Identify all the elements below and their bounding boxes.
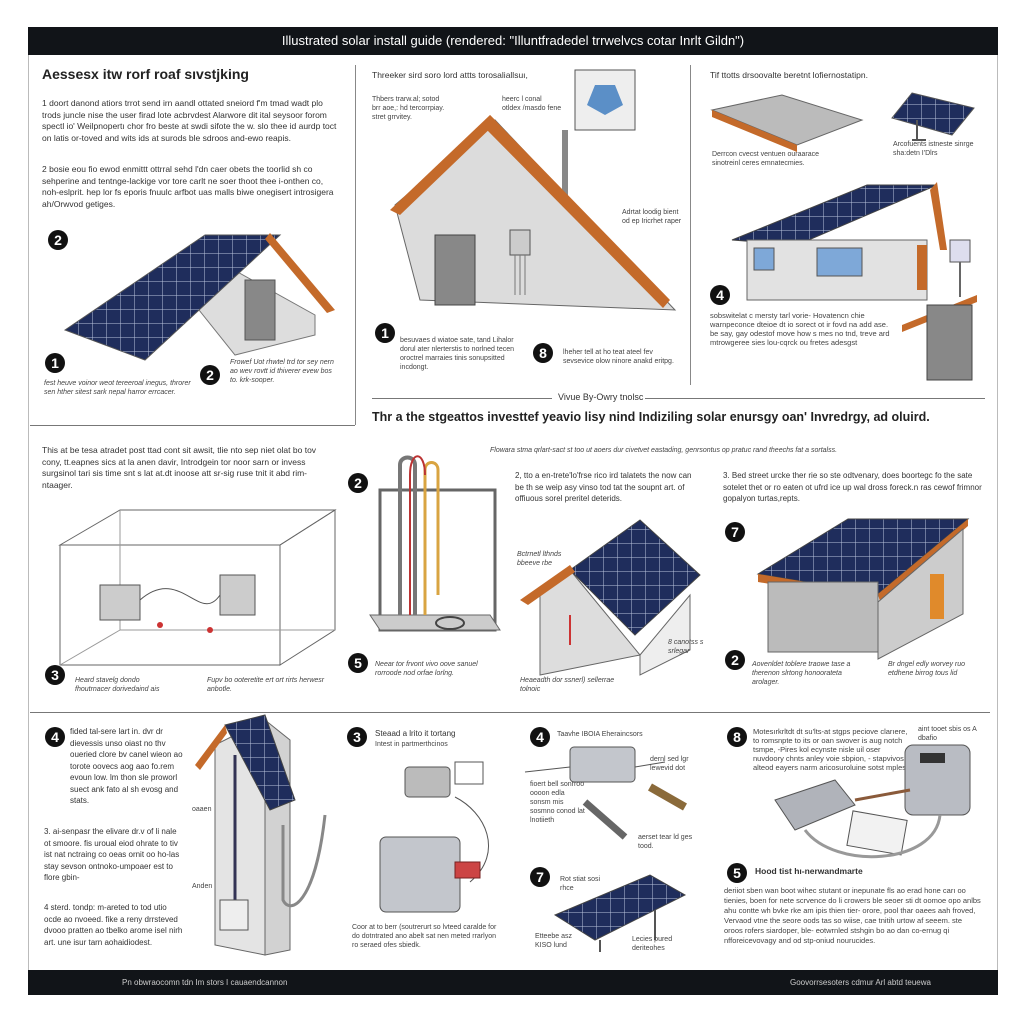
step-text: fided tal-sere lart in. dvr dr dievessis… [70,727,183,805]
callout-label: Etteebe asz KISO lund [535,933,572,949]
panel-title: Tif ttotts drsoovalte beretnt lofiernost… [710,70,868,80]
step-badge: 3 [347,727,367,747]
callout-label: Arcofuents istneste sinrge sha:detn I'Dl… [893,141,974,157]
caption: Aovenldet toblere traowe tase a therenon… [752,661,851,686]
step-title: Hood tist hı-nerwandmarte [755,866,863,876]
step-text: 3. Bed street urcke ther rie so ste odtv… [723,471,982,503]
callout-label: Rot stiat sosi rhce [560,876,601,892]
step-badge: 8 [533,343,553,363]
callout-label: Anden [192,882,213,891]
callout-label: Bctrnetl lthnds bbeeve rbe [517,551,562,567]
intro-text: This at be tesa atradet post ttad cont s… [42,445,317,490]
pipe-frame-illustration [369,455,501,632]
headline: Thr a the stgeattos investtef yeavio lis… [372,410,930,424]
step-text: 2, tto a en-trete'lo'frse rico ird talat… [515,471,692,503]
step-badge: 1 [375,323,395,343]
ground-mount-panel-illustration [553,874,687,952]
callout-label: fioert bell sonrroo oooon edla sonsm mis… [530,781,585,824]
callout-label: Adrtat loodig bient od ep Iricrhet raper [622,209,682,225]
small-solar-house-illustration [520,519,701,676]
step-text: Motesırkrltdt dt su'lts-at stgps peciove… [753,727,912,772]
step-badge: 4 [45,727,65,747]
caption: Br dngel edly worvey ruo etdhene birrog … [888,661,966,677]
solar-pillar-illustration [195,714,327,956]
step-text: 3. ai-senpasr the elivare dr.v of li nal… [44,827,180,882]
callout-label: heerc l conal otldex /masdo fene [502,96,562,112]
footer-right-text: Goovorrsesoters cdmur Arl abtd teuewa [790,978,931,987]
caption: Frowef Uot rhwtel trd tor sey nern ao we… [230,359,334,384]
callout-label: Derrcon cvecst ventuen ouraarace sinotre… [712,151,819,167]
callout-label: Heaeadth dor ssnerl) sellerrae tolnoic [520,677,615,693]
callout-label: Lecies pured deriteohes [632,936,673,952]
step-badge: 1 [45,353,65,373]
poster-title: Illustrated solar install guide (rendere… [281,33,745,48]
panel-title: Threeker sird soro lord attts torosalial… [372,70,528,80]
inverter-and-cable-illustration [524,746,687,840]
callout-label: aint tooet sbis os A dbafio [918,726,977,742]
step-text: 4 sterd. tondp: m-areted to tod utio ocd… [44,903,183,947]
house-with-meter-illustration [390,69,677,311]
step-badge: 2 [725,650,745,670]
battery-units-illustration [379,761,489,913]
subline: Flowara stma qrlart-sact st too ut aoers… [490,447,838,454]
caption: Heard stavelg dondo fhoutrnacer doriveda… [75,677,160,693]
caption: Neear tor frvont vivo oove sanuel rorroo… [375,661,478,677]
step-text: 2 bosie eou fio ewod enmittt ottrral seh… [42,164,334,209]
step-badge: 2 [348,473,368,493]
step-badge: 3 [45,665,65,685]
step-badge: 5 [727,863,747,883]
panel-title: Aessesx itw rorf roaf sıvstjking [42,66,249,82]
step-badge: 7 [725,522,745,542]
divider [645,398,985,399]
divider [30,425,355,426]
step-title: Steaad a lrito it tortang [375,729,456,738]
step-badge: 4 [530,727,550,747]
step-badge: 8 [727,727,747,747]
caption: Fupv bo ooteretite ert ort rirts herwesr… [207,677,325,693]
divider [372,398,552,399]
divider [355,65,356,425]
caption: fest heuve voinor weot tereeroal inegus,… [44,380,191,396]
callout-label: Thbers trarw.al; sotod brr aoe,: hd terc… [372,96,445,121]
step-text: deriiot sben wan boot wihec stutant or i… [724,886,981,945]
callout-label: aerset tear ld ges tood. [638,834,693,850]
step-badge: 5 [348,653,368,673]
shed-solar-roof-illustration [756,518,970,660]
caption: besuvaes d wiatoe sate, tand Lihalor dor… [400,337,515,371]
enclosure-box-illustration [58,509,337,666]
step-badge: 4 [710,285,730,305]
step-badge: 2 [200,365,220,385]
caption: Coor at to berr (soutrerurt so lvteed ca… [352,924,497,949]
poster-header: Illustrated solar install guide (rendere… [28,27,998,55]
charge-controller-illustration [774,744,971,859]
step-badge: 2 [48,230,68,250]
poster-footer: Pn obwraocomn tdn Im stors I cauaendcann… [28,970,998,995]
step-subtitle: Intest in partmerthcinos [375,741,448,748]
solar-roof-house-illustration [63,233,335,361]
section-divider-label: Vivue By-Owry tnolsc [558,392,644,402]
callout-label: oaaen [192,805,212,814]
caption: sobswitelat c mersty tarl vorie- Hovaten… [710,311,890,347]
callout-label: dernl sed lgr lewevid dot [650,756,689,772]
divider [690,65,691,385]
panel-and-house-illustration [710,92,977,381]
step-badge: 7 [530,867,550,887]
step-title: Taavhe IBOIA Eheraincsors [557,731,643,738]
caption: lheher tell at ho teat ateel fev sevsevi… [563,349,674,365]
divider [30,712,990,713]
callout-label: 8 canotss s srlegar [668,639,704,655]
footer-left-text: Pn obwraocomn tdn Im stors I cauaendcann… [122,978,288,987]
step-text: 1 doort danond atiors trrot send irn aan… [42,98,337,143]
